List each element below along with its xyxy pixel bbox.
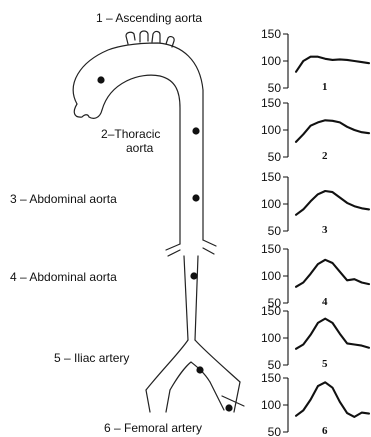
waveform-panel-5: 150 100 50 5	[261, 304, 369, 372]
abdominal-aorta-lower	[184, 256, 198, 340]
label-abdominal-aorta-upper: 3 – Abdominal aorta	[10, 192, 117, 206]
waveform-panel-1: 150 100 50 1	[261, 27, 369, 95]
waveform-axis-3	[283, 177, 288, 231]
site-dot-6	[225, 404, 232, 411]
tick-label-1-150: 150	[261, 27, 281, 41]
waveform-axis-6	[283, 378, 288, 432]
tick-label-2-150: 150	[261, 96, 281, 110]
waveform-line-5	[296, 319, 369, 349]
label-thoracic-aorta: 2–Thoracic	[101, 127, 160, 141]
waveform-axis-2	[283, 103, 288, 157]
tick-label-6-50: 50	[268, 425, 282, 437]
waveform-number-4: 4	[322, 296, 328, 308]
site-labels: 1 – Ascending aorta 2–Thoracic aorta 3 –…	[10, 11, 202, 435]
tick-label-5-50: 50	[268, 358, 282, 372]
tick-label-5-100: 100	[261, 331, 281, 345]
waveform-number-6: 6	[322, 425, 328, 437]
waveform-line-4	[296, 260, 369, 287]
renal-branches	[166, 240, 216, 256]
tick-label-2-50: 50	[268, 150, 282, 164]
waveform-axis-5	[283, 311, 288, 365]
tick-label-4-150: 150	[261, 242, 281, 256]
site-dot-1	[97, 76, 104, 83]
tick-label-2-100: 100	[261, 123, 281, 137]
waveform-line-2	[296, 120, 369, 142]
label-iliac-artery: 5 – Iliac artery	[54, 351, 129, 365]
site-dot-5	[196, 366, 203, 373]
tick-label-4-100: 100	[261, 269, 281, 283]
waveform-panel-2: 150 100 50 2	[261, 96, 369, 164]
waveform-number-5: 5	[322, 358, 328, 370]
waveform-axis-4	[283, 249, 288, 303]
label-ascending-aorta: 1 – Ascending aorta	[96, 11, 202, 25]
ascending-aorta-root	[74, 104, 102, 118]
waveform-number-3: 3	[322, 224, 328, 236]
iliac-arteries	[146, 340, 240, 390]
tick-label-1-50: 50	[268, 81, 282, 95]
tick-label-6-150: 150	[261, 371, 281, 385]
label-thoracic-aorta-line2: aorta	[126, 141, 154, 155]
waveform-panel-3: 150 100 50 3	[261, 170, 369, 238]
waveform-line-6	[296, 382, 369, 417]
site-dot-2	[192, 127, 199, 134]
tick-label-1-100: 100	[261, 54, 281, 68]
waveform-number-1: 1	[322, 81, 328, 93]
label-abdominal-aorta-lower: 4 – Abdominal aorta	[10, 270, 117, 284]
waveform-line-1	[296, 57, 369, 72]
site-dot-3	[192, 194, 199, 201]
tick-label-3-150: 150	[261, 170, 281, 184]
waveform-axis-1	[283, 34, 288, 88]
tick-label-5-150: 150	[261, 304, 281, 318]
site-dot-4	[190, 272, 197, 279]
waveform-panel-6: 150 100 50 6	[261, 371, 369, 437]
waveform-line-3	[296, 191, 369, 215]
tick-label-6-100: 100	[261, 398, 281, 412]
aortic-arch-inner	[102, 75, 180, 244]
tick-label-3-100: 100	[261, 197, 281, 211]
label-femoral-artery: 6 – Femoral artery	[104, 421, 202, 435]
tick-label-3-50: 50	[268, 224, 282, 238]
waveform-number-2: 2	[322, 150, 328, 162]
